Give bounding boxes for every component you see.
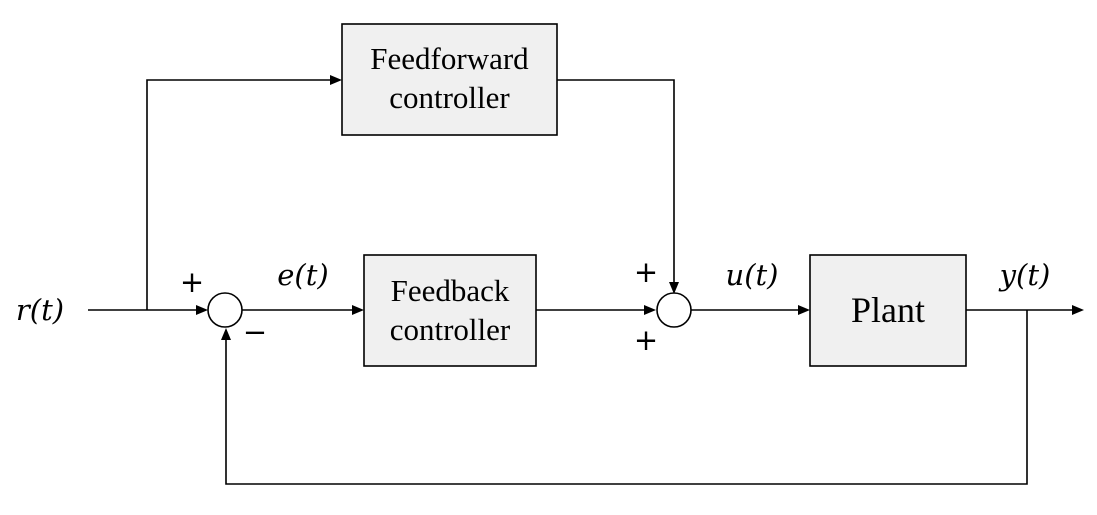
control-summing-junction	[656, 292, 692, 328]
arrowhead-error-sum-bottom	[221, 328, 231, 340]
wire-feedforward-branch	[146, 79, 334, 310]
feedforward-controller-block: Feedforward controller	[341, 23, 558, 136]
feedback-controller-block: Feedback controller	[363, 254, 537, 367]
arrowhead-plant-input	[798, 305, 810, 315]
feedback-label-line2: controller	[390, 312, 511, 347]
arrowhead-feedforward-input	[330, 75, 342, 85]
error-sum-minus-sign: −	[243, 315, 267, 349]
arrowhead-control-sum-top	[669, 282, 679, 294]
error-sum-plus-sign: +	[180, 265, 204, 299]
reference-signal-label: r(t)	[16, 293, 64, 327]
feedforward-label-line2: controller	[389, 80, 510, 115]
arrowhead-control-sum-left	[644, 305, 656, 315]
plant-block: Plant	[809, 254, 967, 367]
plant-label: Plant	[851, 290, 925, 330]
control-sum-plus-bottom-sign: +	[634, 323, 658, 357]
control-signal-label: u(t)	[726, 258, 779, 292]
wire-feedback-loop	[225, 310, 1028, 485]
control-sum-plus-top-sign: +	[634, 255, 658, 289]
feedforward-label-line1: Feedforward	[370, 41, 529, 76]
error-summing-junction	[207, 292, 243, 328]
wire-feedforward-output	[557, 79, 675, 286]
arrowhead-error-sum-input	[196, 305, 208, 315]
arrowhead-feedback-input	[352, 305, 364, 315]
output-signal-label: y(t)	[998, 258, 1051, 292]
feedback-label-line1: Feedback	[391, 273, 510, 308]
error-signal-label: e(t)	[277, 258, 328, 292]
arrowhead-output	[1072, 305, 1084, 315]
